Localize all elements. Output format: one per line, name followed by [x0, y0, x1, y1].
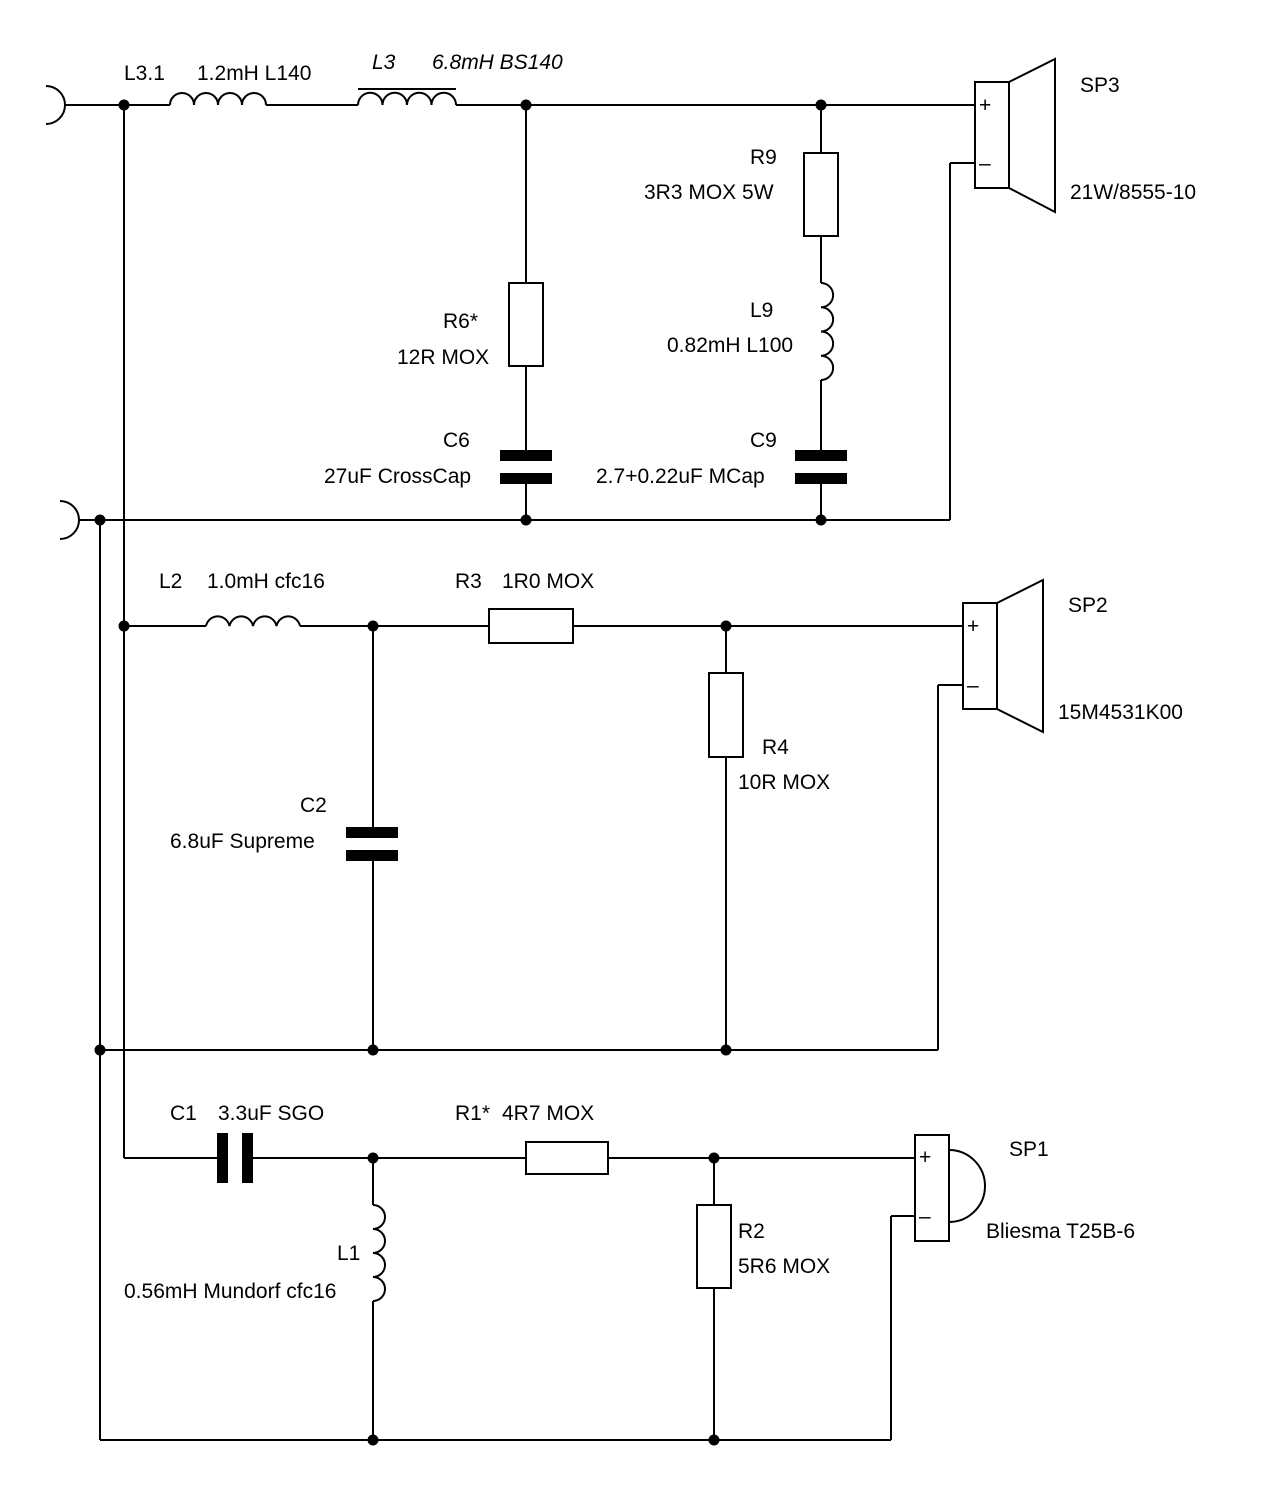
speaker-sp3 — [974, 57, 1056, 214]
capacitor-c2 — [346, 827, 398, 861]
label-sp1-model: Bliesma T25B-6 — [986, 1220, 1135, 1243]
label-r2: R2 — [738, 1220, 765, 1243]
label-r9-value: 3R3 MOX 5W — [644, 181, 774, 204]
resistor-r3 — [488, 608, 574, 644]
sp2-plus-mark: + — [967, 615, 979, 638]
label-r6-value: 12R MOX — [397, 346, 489, 369]
inductor-l1 — [372, 1204, 386, 1302]
label-l1: L1 — [337, 1242, 360, 1265]
label-l1-value: 0.56mH Mundorf cfc16 — [124, 1280, 336, 1303]
label-sp2-model: 15M4531K00 — [1058, 701, 1183, 724]
label-r2-value: 5R6 MOX — [738, 1255, 830, 1278]
resistor-r6 — [508, 282, 544, 367]
label-r3-value: 1R0 MOX — [502, 570, 594, 593]
label-l9: L9 — [750, 299, 773, 322]
label-c9: C9 — [750, 429, 777, 452]
label-c9-value: 2.7+0.22uF MCap — [596, 465, 765, 488]
label-l3: L3 — [372, 51, 396, 74]
label-l3-1-value: 1.2mH L140 — [197, 62, 311, 85]
sp3-plus-mark: + — [979, 94, 991, 117]
label-c2-value: 6.8uF Supreme — [170, 830, 315, 853]
speaker-sp1 — [914, 1134, 986, 1242]
sp3-minus-mark: – — [979, 152, 991, 175]
inductor-l2 — [205, 615, 301, 627]
speaker-sp2 — [962, 578, 1044, 734]
capacitor-c1 — [217, 1133, 253, 1183]
resistor-r9 — [803, 152, 839, 237]
resistor-r4 — [708, 672, 744, 758]
label-c2: C2 — [300, 794, 327, 817]
label-r1-value: 4R7 MOX — [502, 1102, 594, 1125]
wires — [65, 104, 975, 1441]
label-r6: R6* — [443, 310, 478, 333]
input-terminal-positive — [45, 85, 66, 125]
inductor-l3 — [357, 91, 457, 106]
sp1-minus-mark: – — [919, 1205, 931, 1228]
label-sp3: SP3 — [1080, 74, 1120, 97]
capacitor-c6 — [500, 450, 552, 484]
label-sp2: SP2 — [1068, 594, 1108, 617]
resistor-r1 — [525, 1141, 609, 1175]
resistor-r2 — [696, 1204, 732, 1289]
inductor-l3-1 — [169, 92, 267, 106]
label-sp3-model: 21W/8555-10 — [1070, 181, 1196, 204]
label-l9-value: 0.82mH L100 — [667, 334, 793, 357]
label-sp1: SP1 — [1009, 1138, 1049, 1161]
label-r9: R9 — [750, 146, 777, 169]
inductor-l9 — [820, 282, 835, 381]
label-l2-value: 1.0mH cfc16 — [207, 570, 325, 593]
label-l3-1: L3.1 — [124, 62, 165, 85]
label-r4: R4 — [762, 736, 789, 759]
input-terminal-negative — [59, 500, 80, 540]
label-c1-value: 3.3uF SGO — [218, 1102, 324, 1125]
label-r4-value: 10R MOX — [738, 771, 830, 794]
label-l2: L2 — [159, 570, 182, 593]
sp2-minus-mark: – — [967, 674, 979, 697]
label-c6-value: 27uF CrossCap — [324, 465, 471, 488]
junction-dots — [94, 99, 827, 1446]
sp1-plus-mark: + — [919, 1146, 931, 1169]
label-c6: C6 — [443, 429, 470, 452]
capacitor-c9 — [795, 450, 847, 484]
label-c1: C1 — [170, 1102, 197, 1125]
label-r3: R3 — [455, 570, 482, 593]
label-l3-value: 6.8mH BS140 — [432, 51, 563, 74]
label-r1: R1* — [455, 1102, 490, 1125]
